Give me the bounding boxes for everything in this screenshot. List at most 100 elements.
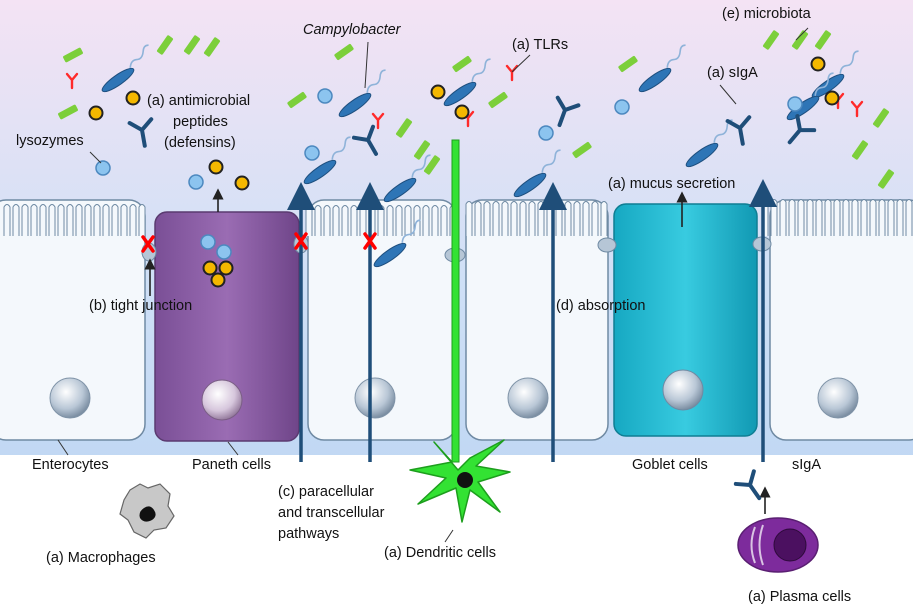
microvillus: [404, 205, 412, 236]
microvillus: [815, 199, 823, 236]
microvillus: [39, 204, 47, 236]
amp-label-line2: peptides: [173, 114, 228, 130]
microvillus: [582, 201, 590, 236]
microvillus: [66, 204, 74, 236]
enterocyte-4: [769, 199, 913, 441]
microvillus: [386, 205, 394, 236]
microvillus: [528, 201, 536, 236]
macrophages-label: (a) Macrophages: [46, 550, 156, 566]
microvillus: [377, 205, 385, 236]
microvillus: [887, 199, 895, 236]
defensin-icon: [210, 272, 226, 288]
microvillus: [120, 204, 128, 236]
microvillus: [878, 199, 886, 236]
microvillus: [905, 199, 913, 236]
microbiota-label: (e) microbiota: [722, 6, 811, 22]
microvillus: [555, 201, 563, 236]
microvillus: [519, 201, 527, 236]
microvillus: [806, 199, 814, 236]
microvillus: [797, 199, 805, 236]
microvillus: [842, 199, 850, 236]
microvillus: [600, 201, 608, 236]
microvillus: [896, 199, 904, 236]
paneth-cell: [154, 211, 300, 442]
lysozyme-icon: [200, 234, 216, 250]
defensin-icon: [810, 56, 826, 72]
microvillus: [93, 204, 101, 236]
lysozyme-icon: [304, 145, 320, 161]
microvillus: [510, 201, 518, 236]
microvillus: [474, 201, 482, 236]
microvillus: [323, 205, 331, 236]
microvillus: [84, 204, 92, 236]
microvillus: [501, 201, 509, 236]
defensin-icon: [88, 105, 104, 121]
nucleus-icon: [507, 377, 549, 419]
siga-top-label: (a) sIgA: [707, 65, 758, 81]
microvillus: [573, 201, 581, 236]
microvillus: [111, 204, 119, 236]
plasma-cells-label: (a) Plasma cells: [748, 589, 852, 605]
microvillus: [305, 205, 313, 236]
nucleus-icon: [354, 377, 396, 419]
pathways-label-line3: pathways: [278, 526, 340, 542]
absorption-label: (d) absorption: [556, 298, 646, 314]
microvillus: [860, 199, 868, 236]
goblet-cell: [613, 203, 758, 437]
microvillus: [102, 204, 110, 236]
nucleus-icon: [49, 377, 91, 419]
microvillus: [422, 205, 430, 236]
microvillus: [465, 201, 473, 236]
microvillus: [483, 201, 491, 236]
microvillus: [138, 204, 146, 236]
microvillus: [21, 204, 29, 236]
microvillus: [770, 199, 778, 236]
microvillus: [851, 199, 859, 236]
microvillus: [431, 205, 439, 236]
microvillus: [537, 201, 545, 236]
nucleus-icon: [817, 377, 859, 419]
microvillus: [359, 205, 367, 236]
tlrs-label: (a) TLRs: [512, 37, 569, 53]
leader-lines: [57, 27, 809, 543]
tight-junction-label: (b) tight junction: [89, 298, 193, 314]
microvillus: [30, 204, 38, 236]
enterocyte-1: [0, 199, 146, 441]
microvillus: [591, 201, 599, 236]
defensin-icon: [234, 175, 250, 191]
lysozyme-icon: [614, 99, 630, 115]
enterocytes-label: Enterocytes: [32, 457, 109, 473]
plasma-cell: [737, 517, 819, 573]
microvillus: [341, 205, 349, 236]
microvillus: [75, 204, 83, 236]
defensin-icon: [430, 84, 446, 100]
campylobacter-label: Campylobacter: [303, 22, 401, 38]
microvillus: [3, 204, 11, 236]
microvillus: [564, 201, 572, 236]
microvillus: [833, 199, 841, 236]
defensin-icon: [454, 104, 470, 120]
defensin-icon: [125, 90, 141, 106]
pathways-label-line2: and transcellular: [278, 505, 385, 521]
defensin-icon: [208, 159, 224, 175]
microvillus: [440, 205, 448, 236]
lysozyme-icon: [95, 160, 111, 176]
amp-label-line1: (a) antimicrobial: [147, 93, 251, 109]
microvillus: [869, 199, 877, 236]
epithelium: [0, 199, 913, 442]
siga-bottom-label: sIgA: [792, 457, 822, 473]
microvillus: [824, 199, 832, 236]
microvillus: [48, 204, 56, 236]
lysozyme-icon: [317, 88, 333, 104]
tight-junction: [597, 237, 617, 253]
lysozyme-icon: [216, 244, 232, 260]
microvillus: [332, 205, 340, 236]
defensin-icon: [218, 260, 234, 276]
enterocyte-3: [465, 199, 609, 441]
dendritic-cells-label: (a) Dendritic cells: [384, 545, 496, 561]
microvillus: [129, 204, 137, 236]
microvillus: [779, 199, 787, 236]
defensin-icon: [824, 90, 840, 106]
microvillus: [12, 204, 20, 236]
